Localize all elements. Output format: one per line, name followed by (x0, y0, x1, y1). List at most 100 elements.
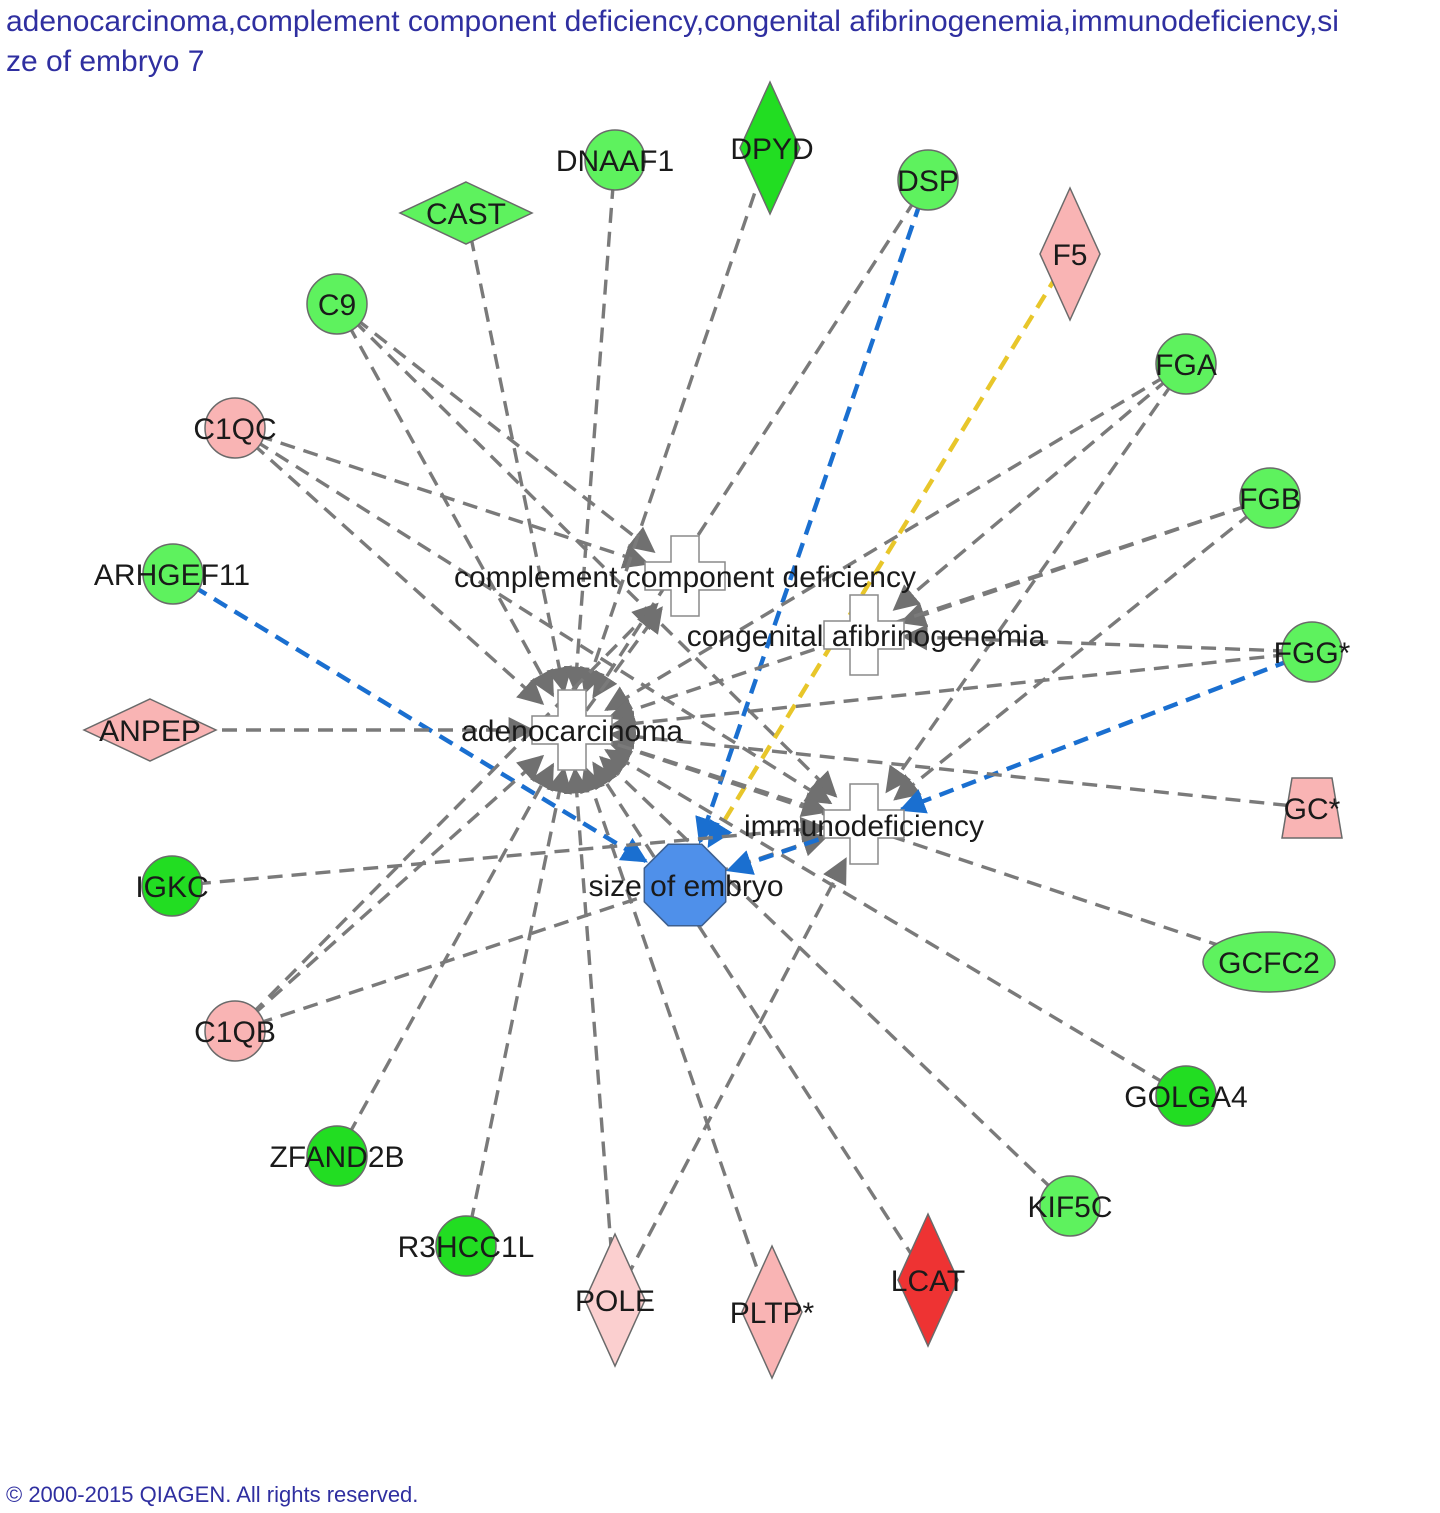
gcfc2-shape (1202, 931, 1336, 993)
node-cast[interactable]: CAST (398, 181, 534, 245)
cast-shape (398, 181, 534, 245)
c1qb-label: C1QB (194, 1016, 276, 1049)
node-fgb[interactable]: FGB (1239, 467, 1301, 529)
c1qc-label: C1QC (193, 413, 276, 446)
c9-label: C9 (318, 289, 356, 322)
edge-c9-to-ccd (335, 302, 656, 553)
node-adeno[interactable]: adenocarcinoma (461, 689, 683, 771)
node-dnaaf1[interactable]: DNAAF1 (556, 129, 674, 191)
ccd-shape (644, 535, 726, 617)
edge-fga-to-caf (892, 362, 1188, 611)
edge-fgg-to-adeno (609, 650, 1313, 737)
node-dsp[interactable]: DSP (897, 149, 959, 211)
dsp-label: DSP (897, 165, 959, 198)
dpyd-label: DPYD (730, 133, 813, 166)
edge-f5-to-soe (707, 252, 1072, 848)
caf-label: congenital afibrinogenemia (687, 620, 1046, 653)
gc-label: GC* (1284, 793, 1341, 826)
edge-c1qc-to-adeno (233, 426, 545, 706)
arhgef11-label: ARHGEF11 (94, 559, 250, 592)
node-gcfc2[interactable]: GCFC2 (1202, 931, 1336, 993)
edge-arhgef11-to-soe (171, 572, 648, 863)
page-title: adenocarcinoma,complement component defi… (6, 2, 1440, 82)
node-soe[interactable]: size of embryo (588, 843, 784, 927)
gcfc2-label: GCFC2 (1218, 947, 1320, 980)
edge-golga4-to-adeno (604, 749, 1187, 1098)
node-fga[interactable]: FGA (1155, 333, 1217, 395)
anpep-shape (82, 698, 218, 762)
edges-layer (150, 147, 1313, 1313)
fgg-label: FGG* (1274, 637, 1351, 670)
gc-shape (1281, 777, 1343, 839)
edge-c1qb-to-ccd (233, 602, 659, 1033)
node-immuno[interactable]: immunodeficiency (744, 783, 984, 865)
edge-pole-to-adeno (563, 767, 617, 1301)
ccd-label: complement component deficiency (454, 561, 916, 594)
caf-shape (823, 594, 905, 676)
node-pltp[interactable]: PLTP* (730, 1244, 815, 1380)
node-ccd[interactable]: complement component deficiency (454, 535, 916, 617)
lcat-label: LCAT (891, 1265, 965, 1298)
edge-kif5c-to-adeno (599, 755, 1072, 1208)
edge-dnaaf1-to-adeno (563, 159, 617, 693)
edge-gc-to-adeno (609, 723, 1313, 810)
node-c1qb[interactable]: C1QB (194, 1000, 276, 1062)
node-zfand2b[interactable]: ZFAND2B (269, 1125, 405, 1187)
kif5c-label: KIF5C (1027, 1191, 1112, 1224)
title-line-1: adenocarcinoma,complement component defi… (6, 5, 1339, 38)
node-golga4[interactable]: GOLGA4 (1124, 1065, 1248, 1127)
soe-label: size of embryo (588, 870, 783, 903)
node-dpyd[interactable]: DPYD (730, 80, 814, 216)
adeno-shape (531, 689, 613, 771)
dpyd-shape (739, 80, 801, 216)
cast-label: CAST (426, 198, 506, 231)
pole-shape (584, 1232, 646, 1368)
node-c9[interactable]: C9 (306, 273, 368, 335)
f5-label: F5 (1052, 239, 1087, 272)
node-arhgef11[interactable]: ARHGEF11 (94, 543, 250, 605)
node-r3hcc1l[interactable]: R3HCC1L (398, 1215, 535, 1277)
edge-adeno-to-ccd (570, 606, 663, 732)
edge-c9-to-adeno (335, 303, 555, 698)
pltp-shape (741, 1244, 803, 1380)
fgg-shape (1281, 621, 1343, 683)
c9-shape (306, 273, 368, 335)
node-pole[interactable]: POLE (575, 1232, 655, 1368)
c1qb-shape (204, 1000, 266, 1062)
edge-c1qc-to-immuno (234, 426, 833, 805)
node-caf[interactable]: congenital afibrinogenemia (687, 594, 1046, 676)
edge-fgb-to-adeno (607, 496, 1271, 723)
soe-shape (643, 843, 727, 927)
fgb-shape (1239, 467, 1301, 529)
edge-fgb-to-immuno (893, 496, 1272, 801)
node-anpep[interactable]: ANPEP (82, 698, 218, 762)
node-c1qc[interactable]: C1QC (193, 397, 277, 459)
edge-zfand2b-to-adeno (335, 762, 555, 1157)
edge-cast-to-adeno (464, 212, 573, 694)
edge-fgg-to-immuno (898, 649, 1313, 814)
r3hcc1l-shape (435, 1215, 497, 1277)
golga4-label: GOLGA4 (1124, 1081, 1247, 1114)
edge-r3hcc1l-to-adeno (464, 766, 572, 1247)
node-fgg[interactable]: FGG* (1274, 621, 1351, 683)
node-f5[interactable]: F5 (1039, 186, 1101, 322)
edge-dsp-to-soe (695, 179, 931, 844)
fgb-label: FGB (1239, 483, 1301, 516)
adeno-label: adenocarcinoma (461, 715, 683, 748)
node-igkc[interactable]: IGKC (135, 855, 209, 917)
title-line-2: ze of embryo 7 (6, 45, 205, 78)
fga-shape (1155, 333, 1217, 395)
edge-fgg-to-caf (901, 624, 1313, 654)
golga4-shape (1155, 1065, 1217, 1127)
node-kif5c[interactable]: KIF5C (1027, 1175, 1113, 1237)
dsp-shape (897, 149, 959, 211)
immuno-shape (823, 783, 905, 865)
node-lcat[interactable]: LCAT (891, 1212, 965, 1348)
dnaaf1-label: DNAAF1 (556, 145, 674, 178)
edge-c1qc-to-ccd (234, 426, 650, 569)
igkc-label: IGKC (135, 871, 208, 904)
c1qc-shape (204, 397, 266, 459)
node-gc[interactable]: GC* (1281, 777, 1343, 839)
